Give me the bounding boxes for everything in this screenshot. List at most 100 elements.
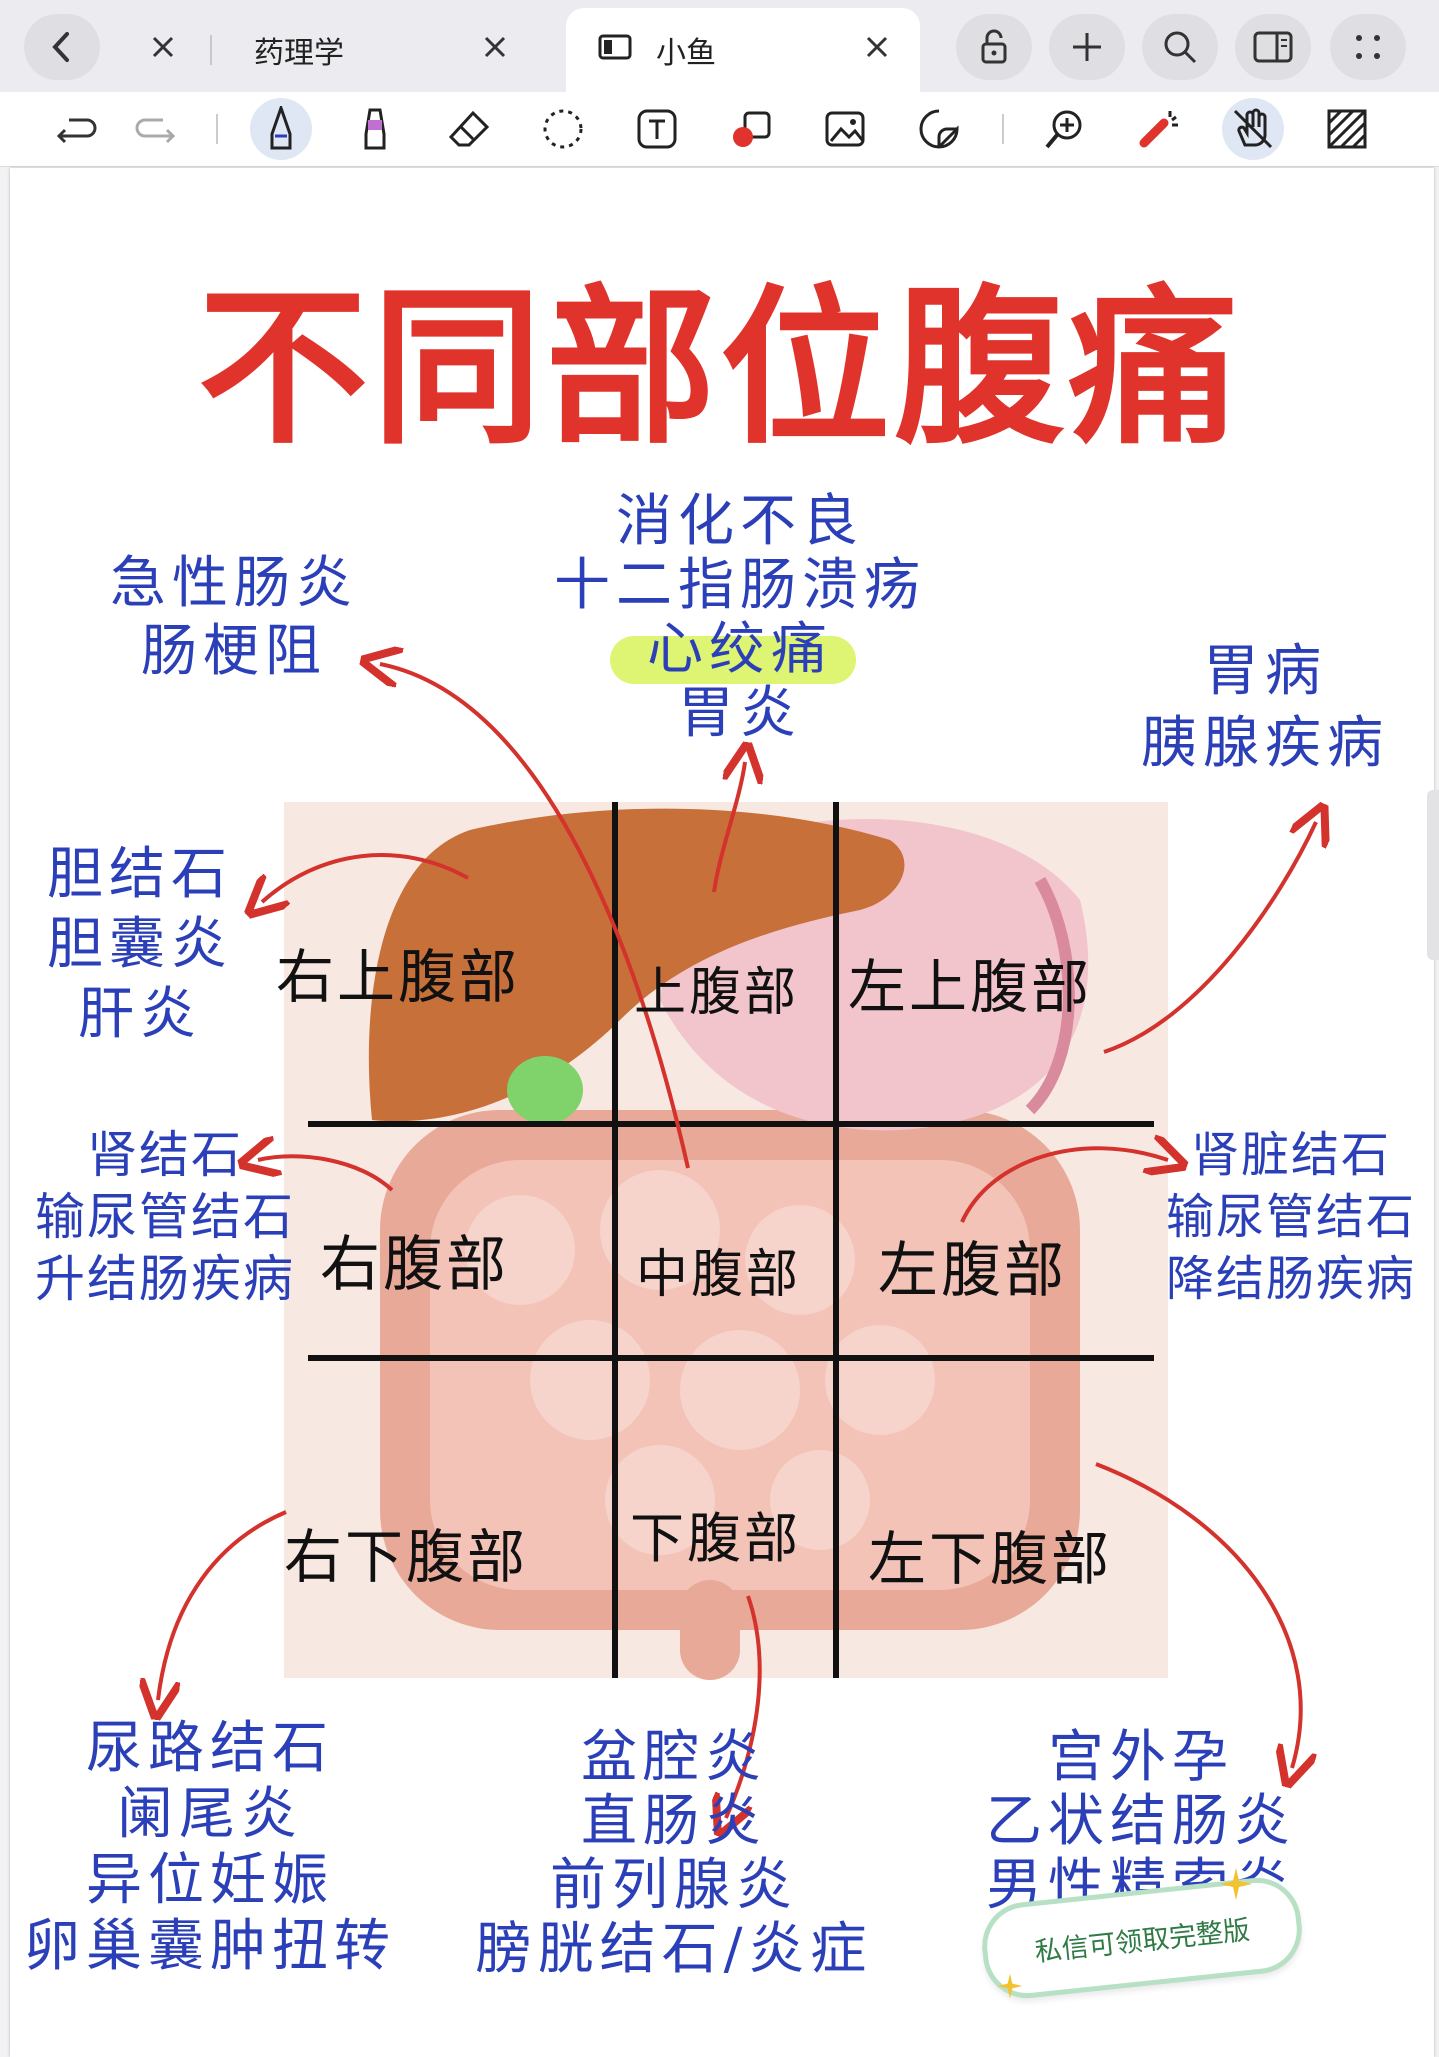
shapes-icon (733, 111, 771, 147)
eraser-tool[interactable] (438, 98, 500, 160)
text-tool[interactable] (626, 98, 688, 160)
annotation-line: 异位妊娠 (86, 1848, 334, 1913)
annotation-line: 急性肠炎 (110, 551, 358, 616)
annotation-line: 升结肠疾病 (35, 1250, 295, 1308)
annotation-right-upper: 胆结石 胆囊炎 肝炎 (20, 840, 260, 1050)
annotation-line: 胃炎 (678, 681, 802, 746)
undo-button[interactable] (46, 98, 108, 160)
annotation-line: 直肠炎 (581, 1789, 767, 1854)
zoom-tool[interactable] (1034, 98, 1096, 160)
liver (368, 808, 905, 1122)
region-upper: 上腹部 (634, 963, 800, 1023)
annotation-line: 肠梗阻 (141, 619, 327, 684)
back-button[interactable] (24, 14, 100, 80)
annotation-line: 卵巢囊肿扭转 (24, 1914, 396, 1979)
text-highlight (610, 636, 856, 684)
tab-yaolixue[interactable]: 药理学 (140, 8, 560, 92)
hand-no-draw-icon (1233, 108, 1273, 149)
annotation-left-mid: 肾脏结石 输尿管结石 降结肠疾病 (1148, 1124, 1434, 1310)
chevron-left-icon (52, 32, 69, 62)
unlock-icon (981, 29, 1007, 64)
annotation-line: 胆结石 (47, 842, 233, 907)
redo-icon (135, 118, 176, 144)
lock-button[interactable] (956, 14, 1032, 80)
close-tab-icon[interactable] (150, 33, 176, 68)
annotation-line: 阑尾炎 (117, 1782, 303, 1847)
pointer-arrows (158, 664, 1316, 1818)
annotation-line: 消化不良 (616, 489, 864, 554)
redo-button[interactable] (124, 98, 186, 160)
pen-icon (270, 106, 292, 150)
text-box-icon (637, 109, 677, 149)
highlighter-tool[interactable] (344, 98, 406, 160)
annotation-right-mid: 肾结石 输尿管结石 升结肠疾病 (10, 1124, 320, 1310)
laser-pointer-icon (1139, 111, 1178, 148)
sidebar-button[interactable] (1235, 14, 1311, 80)
lasso-icon (543, 109, 583, 149)
annotation-line: 前列腺炎 (550, 1853, 798, 1918)
annotation-line: 乙状结肠炎 (986, 1789, 1296, 1854)
annotation-line: 胆囊炎 (47, 912, 233, 977)
annotation-line: 输尿管结石 (1165, 1189, 1416, 1245)
annotation-bottom-center: 盆腔炎 直肠炎 前列腺炎 膀胱结石/炎症 (474, 1726, 874, 1982)
sparkle-icon (1220, 1868, 1252, 1900)
region-right-upper: 右上腹部 (276, 943, 521, 1011)
annotation-line: 心绞痛 (647, 617, 833, 682)
notebook-icon (598, 33, 632, 68)
tab-bar: 药理学 小鱼 (0, 0, 1439, 92)
grid-dots-icon (1356, 35, 1380, 59)
note-title: 不同部位腹痛 (197, 270, 1242, 468)
sparkle-icon (997, 1973, 1023, 1999)
highlighter-icon (364, 108, 386, 150)
annotation-top-right: 胃病 胰腺疾病 (1100, 636, 1430, 780)
eraser-icon (448, 110, 490, 147)
gallbladder (507, 1056, 583, 1124)
annotation-line: 盆腔炎 (581, 1725, 767, 1790)
sticker-tool[interactable] (908, 98, 970, 160)
region-left-mid: 左腹部 (878, 1236, 1067, 1306)
promo-badge-label: 私信可领取完整版 (1033, 1914, 1252, 1968)
annotation-line: 输尿管结石 (35, 1188, 295, 1246)
paper-tool[interactable] (1316, 98, 1378, 160)
annotation-line: 肾结石 (87, 1126, 243, 1184)
hand-tool[interactable] (1222, 98, 1284, 160)
zoom-in-icon (1045, 110, 1082, 149)
search-icon (1164, 31, 1197, 64)
image-tool[interactable] (814, 98, 876, 160)
lasso-tool[interactable] (532, 98, 594, 160)
annotation-top-left: 急性肠炎 肠梗阻 (84, 550, 384, 686)
annotation-line: 十二指肠溃疡 (554, 553, 926, 618)
plus-icon (1073, 33, 1101, 61)
tab-label: 药理学 (254, 36, 344, 71)
annotation-line: 尿路结石 (86, 1716, 334, 1781)
annotation-line: 肝炎 (78, 982, 202, 1047)
add-tab-button[interactable] (1049, 14, 1125, 80)
annotation-line: 肾脏结石 (1190, 1127, 1391, 1183)
undo-icon (56, 118, 97, 144)
close-tab-icon[interactable] (864, 33, 890, 68)
close-tab-icon[interactable] (482, 33, 508, 68)
annotation-line: 膀胱结石/炎症 (475, 1917, 873, 1982)
search-button[interactable] (1142, 14, 1218, 80)
pen-tool[interactable] (250, 98, 312, 160)
region-left-upper: 左上腹部 (848, 953, 1093, 1021)
split-view-icon (1253, 31, 1293, 63)
annotation-line: 胰腺疾病 (1141, 711, 1389, 776)
drawing-toolbar (0, 92, 1439, 167)
scroll-handle[interactable] (1427, 790, 1439, 960)
region-right-lower: 右下腹部 (284, 1523, 529, 1591)
intestines (380, 1110, 1080, 1680)
region-right-mid: 右腹部 (320, 1230, 509, 1300)
image-icon (825, 111, 865, 147)
tab-xiaoyu[interactable]: 小鱼 (566, 8, 920, 92)
shape-tool[interactable] (720, 98, 782, 160)
region-grid (308, 802, 1154, 1678)
region-mid: 中腹部 (636, 1245, 802, 1305)
annotation-line: 降结肠疾病 (1165, 1251, 1416, 1307)
annotation-bottom-left: 尿路结石 阑尾炎 异位妊娠 卵巢囊肿扭转 (20, 1716, 400, 1980)
laser-tool[interactable] (1128, 98, 1190, 160)
annotation-line: 宫外孕 (1048, 1725, 1234, 1790)
more-button[interactable] (1330, 14, 1406, 80)
annotation-line: 胃病 (1203, 639, 1327, 704)
